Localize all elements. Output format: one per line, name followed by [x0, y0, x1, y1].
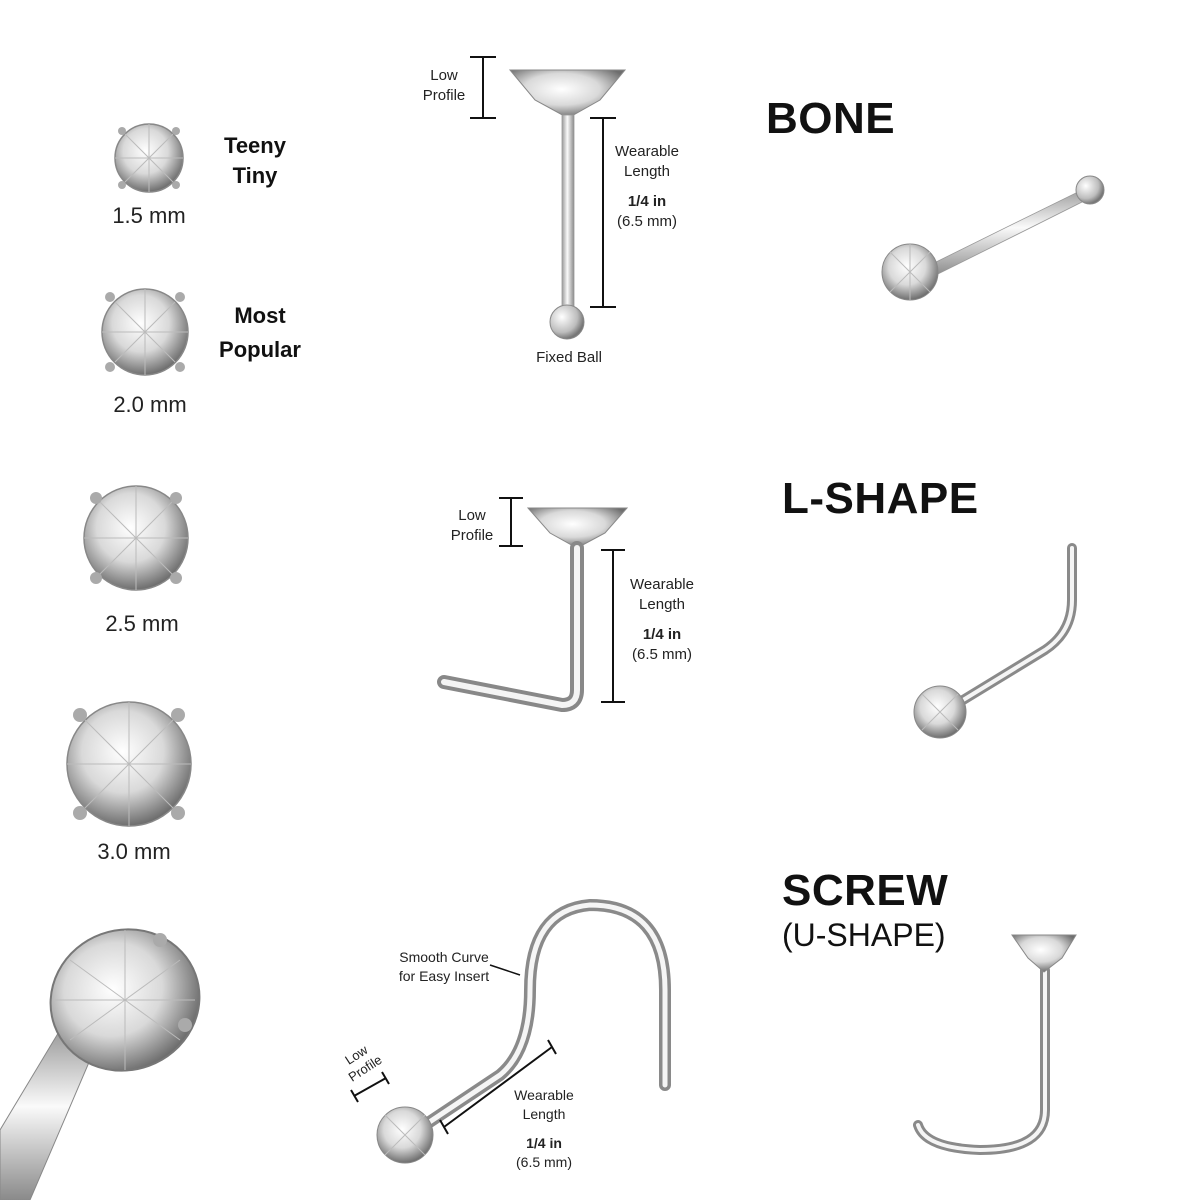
screw-curve-label: Smooth Curve for Easy Insert	[388, 948, 500, 986]
curve-line2: for Easy Insert	[398, 968, 490, 984]
size-note-line1: Teeny	[224, 133, 286, 158]
low-profile-line1: Low	[430, 67, 458, 84]
screw-diagram	[350, 898, 671, 1164]
size-label-3-0: 3.0 mm	[97, 839, 171, 864]
wearable-line1: Wearable	[514, 1087, 574, 1103]
screw-product	[913, 934, 1077, 1156]
low-profile-line1: Low	[458, 507, 486, 524]
length-inches: 1/4 in	[627, 193, 667, 210]
gem-closeup	[0, 928, 201, 1200]
screw-title: SCREW	[782, 866, 949, 915]
bone-low-profile-label: Low Profile	[404, 66, 484, 106]
bone-wearable-label: Wearable Length 1/4 in (6.5 mm)	[605, 142, 689, 232]
gem-2-5mm	[83, 485, 189, 591]
bone-fixed-ball-label: Fixed Ball	[536, 349, 602, 366]
gem-3-0mm	[66, 701, 192, 827]
bone-diagram	[470, 56, 627, 340]
screw-subtitle: (U-SHAPE)	[782, 917, 946, 953]
wearable-line1: Wearable	[615, 143, 679, 160]
bone-title: BONE	[766, 94, 896, 143]
length-mm: (6.5 mm)	[516, 1154, 572, 1170]
size-label-2-5: 2.5 mm	[105, 611, 179, 636]
size-note-most-popular: Most Popular	[205, 299, 315, 367]
size-label-2-0: 2.0 mm	[113, 392, 187, 417]
wearable-line2: Length	[624, 163, 670, 180]
low-profile-line2: Profile	[450, 527, 494, 544]
length-mm: (6.5 mm)	[632, 646, 692, 663]
bone-product	[881, 175, 1105, 301]
lshape-low-profile-label: Low Profile	[432, 506, 512, 546]
lshape-product	[913, 543, 1077, 739]
lshape-wearable-label: Wearable Length 1/4 in (6.5 mm)	[620, 575, 704, 665]
low-profile-line2: Profile	[422, 87, 466, 104]
curve-line1: Smooth Curve	[399, 949, 489, 965]
lshape-title: L-SHAPE	[782, 474, 979, 523]
wearable-line1: Wearable	[630, 576, 694, 593]
size-note-teeny-tiny: Teeny Tiny	[205, 131, 305, 191]
length-inches: 1/4 in	[526, 1135, 562, 1151]
size-note-line2: Popular	[219, 337, 301, 362]
lshape-diagram	[437, 497, 629, 713]
size-label-1-5: 1.5 mm	[112, 203, 186, 228]
length-inches: 1/4 in	[642, 626, 682, 643]
size-note-line2: Tiny	[232, 163, 278, 188]
gem-1-5mm	[114, 123, 184, 193]
gem-2-0mm	[101, 288, 189, 376]
screw-wearable-label: Wearable Length 1/4 in (6.5 mm)	[502, 1086, 586, 1172]
wearable-line2: Length	[522, 1106, 566, 1122]
size-note-line1: Most	[234, 303, 286, 328]
length-mm: (6.5 mm)	[617, 213, 677, 230]
wearable-line2: Length	[639, 596, 685, 613]
